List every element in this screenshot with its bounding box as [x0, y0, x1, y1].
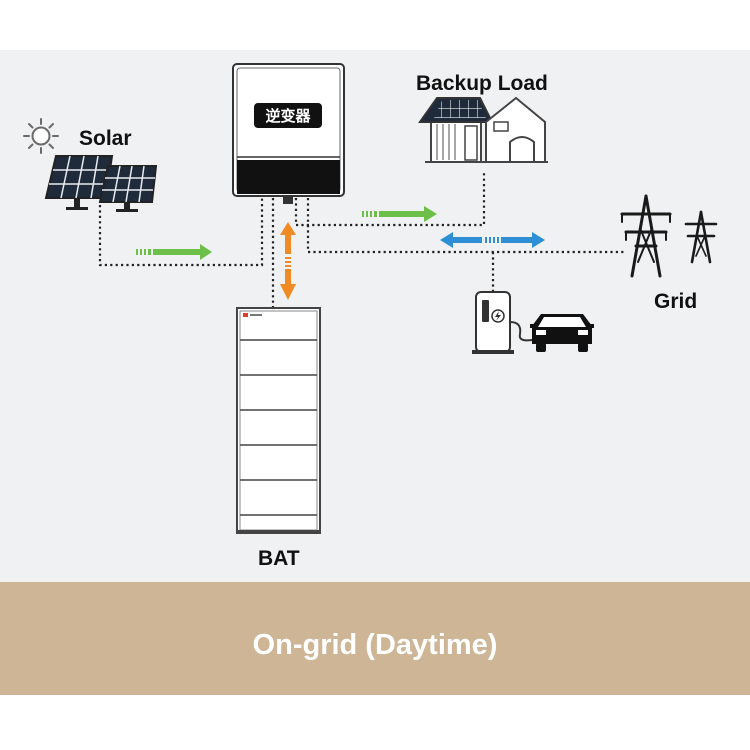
battery-flow-arrow [280, 222, 296, 300]
battery-icon [236, 307, 321, 534]
connection-lines [98, 170, 625, 308]
solar-flow-arrow [136, 244, 212, 260]
diagram-background [0, 50, 750, 582]
solar-panel-icon [44, 155, 158, 212]
ev-charger-icon [472, 291, 533, 354]
grid-label: Grid [654, 290, 697, 313]
solar-label: Solar [79, 127, 132, 150]
backup-load-label: Backup Load [416, 72, 548, 95]
grid-flow-arrow [440, 232, 545, 248]
sun-icon [23, 118, 59, 154]
inverter-icon [232, 63, 345, 204]
inverter-label: 逆变器 [265, 107, 311, 125]
car-icon [530, 314, 594, 352]
backup-load-flow-arrow [362, 206, 437, 222]
house-icon [418, 96, 548, 163]
mode-banner-text: On-grid (Daytime) [253, 629, 498, 661]
power-tower-icon [620, 194, 718, 278]
inverter-label-box [254, 103, 322, 128]
battery-label: BAT [258, 547, 300, 570]
mode-banner [0, 582, 750, 695]
